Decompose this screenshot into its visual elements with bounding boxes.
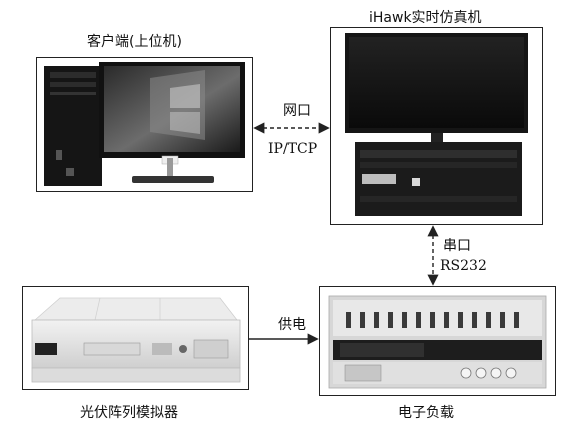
pc-tower-image — [44, 66, 102, 186]
client-title: 客户端(上位机) — [87, 34, 182, 50]
network-link-label-2: IP/TCP — [268, 141, 318, 157]
power-link-label: 供电 — [278, 317, 306, 333]
pv-simulator-title: 光伏阵列模拟器 — [80, 405, 178, 421]
electronic-load-image — [328, 295, 547, 389]
simulator-chassis-image — [355, 142, 522, 216]
pv-simulator-image — [31, 297, 241, 383]
pc-monitor-image — [99, 62, 245, 183]
simulator-monitor-image — [345, 33, 528, 150]
serial-link-label-2: RS232 — [440, 258, 487, 274]
network-link-label-1: 网口 — [283, 103, 311, 119]
electronic-load-title: 电子负载 — [398, 405, 454, 421]
serial-link-label-1: 串口 — [443, 238, 471, 254]
simulator-title: iHawk实时仿真机 — [369, 10, 482, 26]
